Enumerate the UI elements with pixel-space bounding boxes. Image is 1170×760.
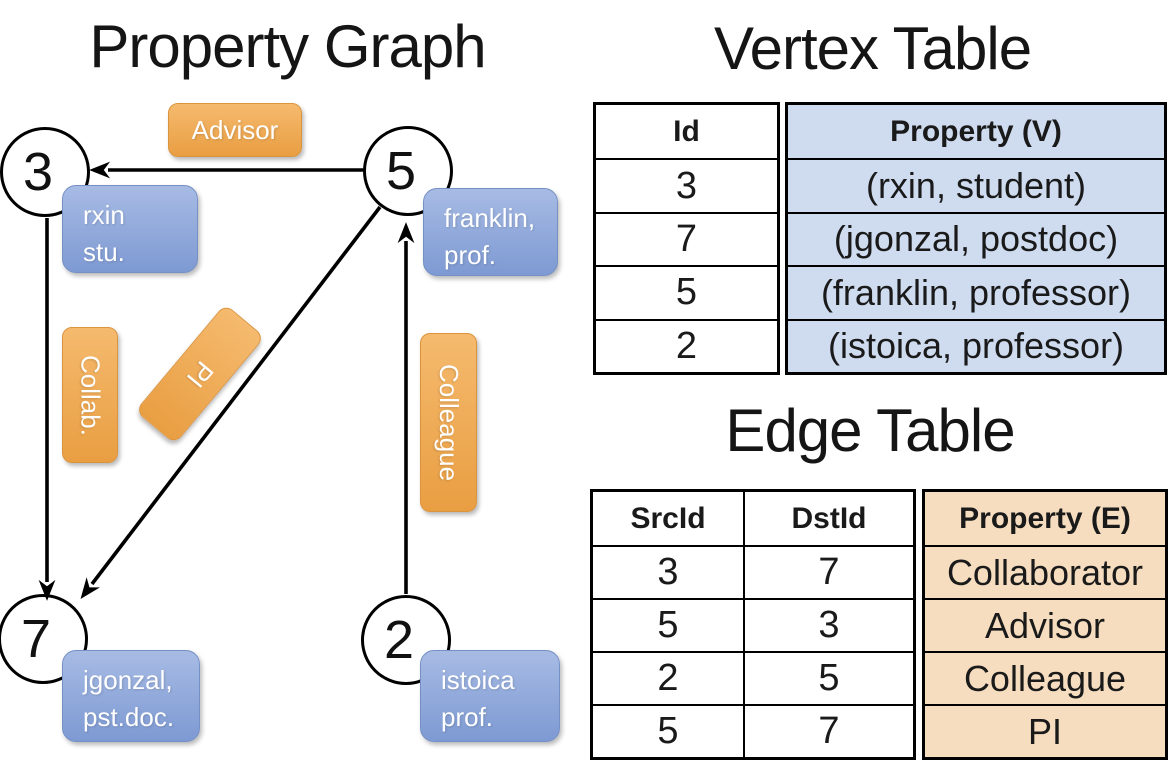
edge-label-collab-text: Collab. [75,354,106,436]
vertex-table-id-cell: 2 [675,324,698,367]
edge-table-property-cell: PI [1027,710,1062,752]
edge-table-property-cell: Advisor [984,604,1106,646]
vertex-property-line: prof. [441,701,494,732]
edge-table-property-cell: Collaborator [946,551,1144,593]
vertex-table-property-cell: (istoica, professor) [827,325,1125,367]
vertex-property-box-2: istoica prof. [420,650,560,742]
edge-table-srcid-header: SrcId [630,501,706,535]
edge-pi-arrow [80,205,382,600]
vertex-table: Id 3 7 5 2 Property (V) (rxin, student) … [593,102,1167,375]
vertex-property-box-5: franklin, prof. [423,188,558,276]
vertex-property-line: pst.doc. [83,701,175,732]
vertex-property-line: rxin [83,200,125,230]
vertex-table-property-cell: (franklin, professor) [820,271,1132,313]
vertex-table-id-cell: 5 [675,271,698,314]
edge-table-srcid-cell: 5 [657,710,679,752]
vertex-table-id-column: Id 3 7 5 2 [593,102,780,375]
edge-table-property-header: Property (E) [959,501,1131,535]
property-graph-title: Property Graph [89,13,486,80]
vertex-table-property-header: Property (V) [890,114,1062,148]
vertex-property-line: jgonzal, [83,665,173,695]
edge-table-srcid-cell: 2 [657,657,679,699]
edge-label-colleague: Colleague [420,333,477,512]
vertex-table-title: Vertex Table [713,15,1032,82]
edge-table-dstid-cell: 7 [743,547,913,598]
vertex-table-id-cell: 7 [675,217,698,260]
vertex-table-property-column: Property (V) (rxin, student) (jgonzal, p… [785,102,1167,375]
edge-label-pi-text: PI [180,355,220,394]
edge-table-id-columns: SrcId DstId 3 7 5 3 2 5 5 7 [590,489,916,760]
edge-table-title: Edge Table [725,397,1015,464]
vertex-property-line: istoica [441,665,515,695]
edge-table-srcid-cell: 5 [657,604,679,646]
vertex-table-id-cell: 3 [675,164,698,207]
edge-label-advisor: Advisor [168,103,302,157]
edge-table-property-column: Property (E) Collaborator Advisor Collea… [922,489,1168,760]
edge-table-srcid-cell: 3 [657,551,679,593]
edge-label-advisor-text: Advisor [191,114,279,145]
edge-label-colleague-text: Colleague [434,363,464,482]
edge-label-collab: Collab. [62,327,118,463]
edge-table-property-cell: Colleague [963,657,1127,699]
vertex-property-line: prof. [444,239,497,270]
vertex-node-2: 2 [361,595,451,685]
graph-edges [38,161,415,601]
edge-table-dstid-cell: 3 [743,600,913,651]
vertex-table-property-cell: (rxin, student) [865,165,1087,207]
vertex-property-box-3: rxin stu. [62,185,198,273]
edge-table-dstid-cell: 7 [743,706,913,757]
vertex-property-line: franklin, [444,203,536,233]
edge-table-dstid-cell: 5 [743,653,913,704]
vertex-table-id-header: Id [673,114,700,148]
vertex-property-box-7: jgonzal, pst.doc. [62,650,200,742]
edge-table: SrcId DstId 3 7 5 3 2 5 5 7 Property (E)… [590,489,1168,760]
vertex-table-property-cell: (jgonzal, postdoc) [833,218,1119,260]
vertex-property-line: stu. [83,236,125,267]
edge-table-dstid-header: DstId [743,492,913,545]
